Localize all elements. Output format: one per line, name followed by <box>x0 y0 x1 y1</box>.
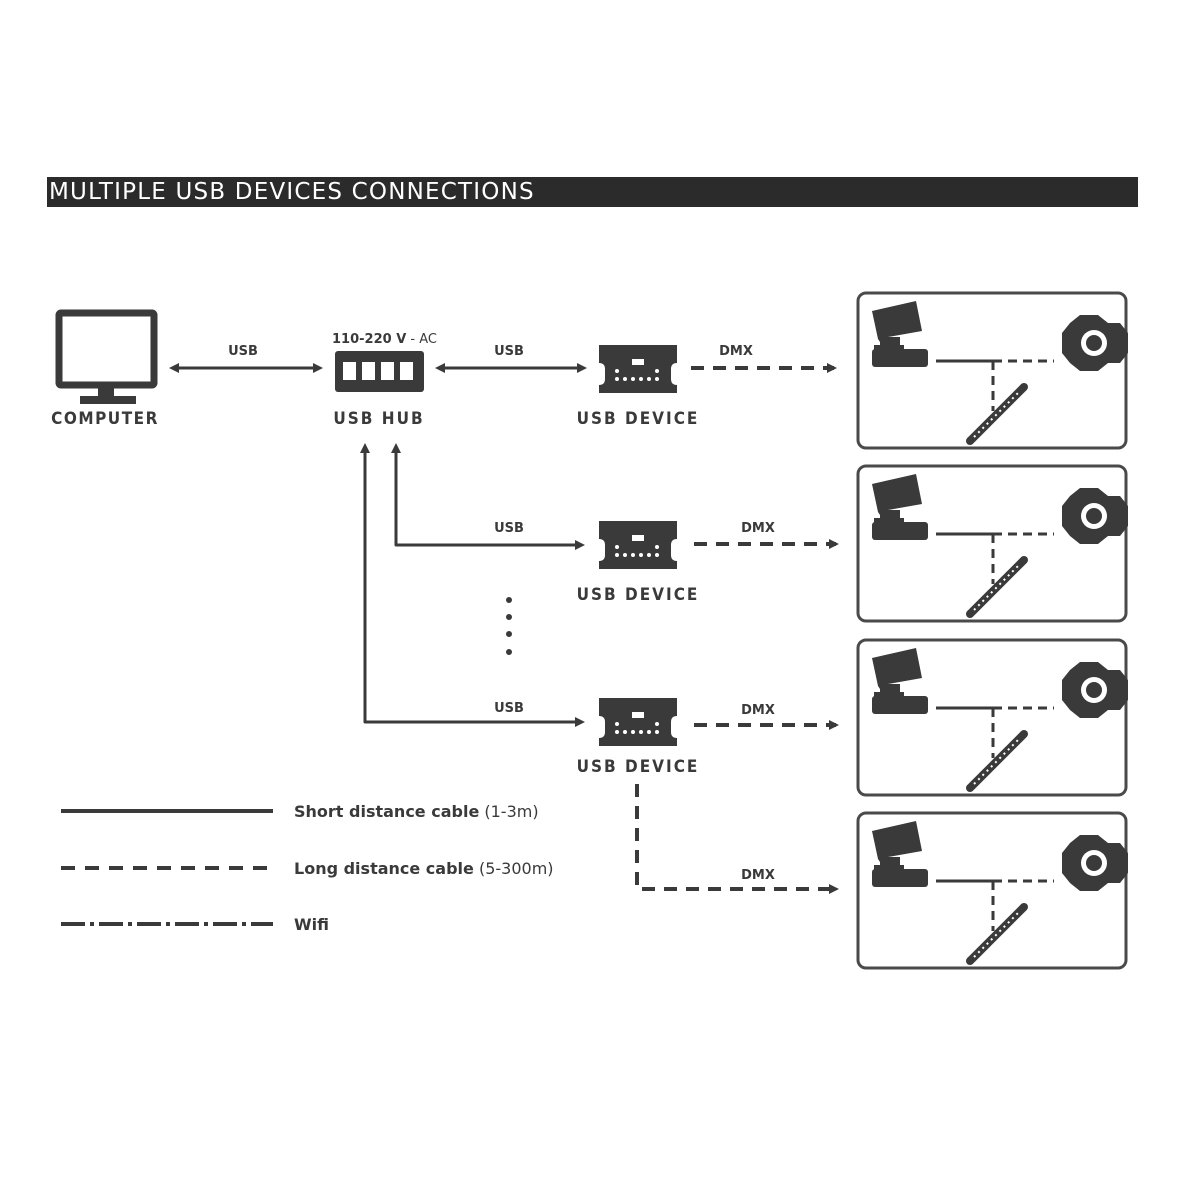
section-title: MULTIPLE USB DEVICES CONNECTIONS <box>49 179 535 205</box>
edge-label-dmx: DMX <box>719 344 753 359</box>
legend-short-cable-label: Short distance cable (1-3m) <box>294 802 539 821</box>
usb-device-label: USB DEVICE <box>577 757 700 777</box>
usb-hub-icon <box>335 351 424 392</box>
dmx-cable-4 <box>635 784 839 894</box>
edge-label-dmx: DMX <box>741 703 775 718</box>
edge-label-usb: USB <box>494 701 524 716</box>
usb-hub-label: USB HUB <box>333 409 424 429</box>
section-title-bar: MULTIPLE USB DEVICES CONNECTIONS <box>47 177 1138 207</box>
hub-power-label: 110-220 V - AC <box>332 332 437 347</box>
usb-device-icon <box>599 521 677 569</box>
legend-long-cable-label: Long distance cable (5-300m) <box>294 859 554 878</box>
edge-label-usb: USB <box>494 521 524 536</box>
edge-label-usb: USB <box>228 344 258 359</box>
usb-device-label: USB DEVICE <box>577 409 700 429</box>
usb-cable-hub-device-3 <box>360 443 585 727</box>
edge-label-dmx: DMX <box>741 521 775 536</box>
usb-device-icon <box>599 698 677 746</box>
usb-device-label: USB DEVICE <box>577 585 700 605</box>
usb-cable-hub-device-2 <box>391 443 585 550</box>
computer-label: COMPUTER <box>51 409 159 429</box>
fixture-group-1 <box>856 291 1128 450</box>
legend: Short distance cable (1-3m) Long distanc… <box>61 802 554 934</box>
legend-wifi-label: Wifi <box>294 915 329 934</box>
edge-label-dmx: DMX <box>741 868 775 883</box>
fixture-group-4 <box>856 811 1128 970</box>
fixture-group-3 <box>856 638 1128 797</box>
usb-device-icon <box>599 345 677 393</box>
edge-label-usb: USB <box>494 344 524 359</box>
computer-icon <box>55 309 158 404</box>
fixture-group-2 <box>856 464 1128 623</box>
more-devices-ellipsis <box>506 597 512 655</box>
